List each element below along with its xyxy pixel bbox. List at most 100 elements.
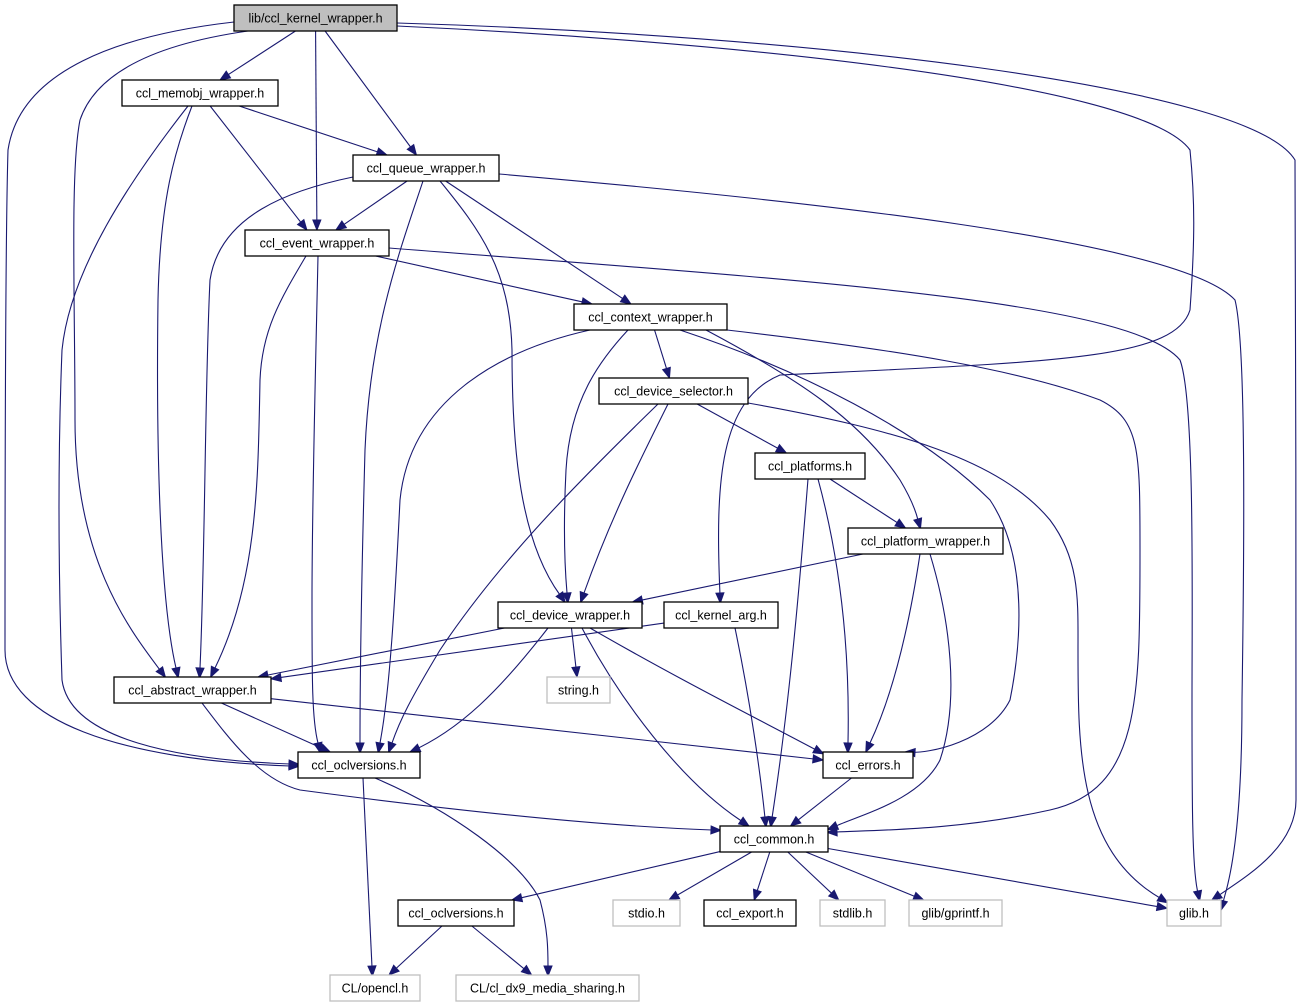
edge-arrowhead: [555, 591, 566, 604]
node-box: [397, 899, 515, 927]
edge-context_wrapper-to-oclversions1: [379, 329, 591, 745]
edge-arrowhead: [789, 815, 802, 827]
node-box: [121, 79, 279, 107]
node-box: [822, 751, 914, 779]
node-event-wrapper[interactable]: ccl_event_wrapper.h: [244, 229, 390, 257]
node-label: ccl_abstract_wrapper.h: [128, 684, 257, 698]
edge-oclversions1-to-dx9_h: [374, 777, 549, 968]
node-label: ccl_platform_wrapper.h: [861, 535, 990, 549]
node-label: ccl_errors.h: [835, 759, 900, 773]
edge-arrowhead: [155, 665, 167, 679]
node-label: ccl_device_wrapper.h: [510, 609, 630, 623]
node-label: ccl_queue_wrapper.h: [367, 162, 486, 176]
edge-arrowhead: [767, 815, 777, 829]
edge-queue_wrapper-to-oclversions1: [359, 180, 424, 745]
node-glib-h: glib.h: [1166, 899, 1222, 927]
node-memobj-wrapper[interactable]: ccl_memobj_wrapper.h: [121, 79, 279, 107]
node-label: glib/gprintf.h: [921, 907, 989, 921]
edge-arrowhead: [752, 888, 762, 902]
edge-kernel_arg-to-common: [734, 627, 766, 819]
edge-memobj_wrapper-to-oclversions1: [58, 105, 291, 765]
node-abstract-wrapper[interactable]: ccl_abstract_wrapper.h: [113, 676, 272, 704]
edge-arrowhead: [710, 825, 723, 835]
node-errors[interactable]: ccl_errors.h: [822, 751, 914, 779]
edge-arrowhead: [826, 821, 840, 831]
edge-kernel_wrapper-to-memobj_wrapper: [227, 30, 296, 76]
node-label: ccl_event_wrapper.h: [260, 237, 375, 251]
edge-common-to-stdio_h: [676, 851, 752, 896]
node-label: string.h: [558, 684, 599, 698]
node-platforms[interactable]: ccl_platforms.h: [754, 452, 866, 480]
edge-kernel_wrapper-to-queue_wrapper: [324, 30, 412, 149]
edge-queue_wrapper-to-context_wrapper: [445, 180, 624, 300]
node-box: [703, 899, 797, 927]
node-box: [329, 974, 421, 1002]
edge-queue_wrapper-to-event_wrapper: [342, 180, 408, 226]
edge-arrowhead: [312, 219, 322, 232]
node-label: ccl_kernel_arg.h: [675, 609, 767, 623]
edge-arrowhead: [760, 816, 770, 829]
edge-common-to-oclversions2: [520, 851, 721, 899]
node-kernel-wrapper[interactable]: lib/ccl_kernel_wrapper.h: [233, 4, 398, 32]
edge-arrowhead: [667, 890, 681, 901]
edge-arrowhead: [571, 666, 581, 679]
edge-arrowhead: [913, 517, 923, 530]
edge-device_wrapper-to-common: [581, 627, 742, 822]
edge-arrowhead: [843, 742, 853, 755]
edge-platform_wrapper-to-errors: [869, 553, 921, 745]
node-context-wrapper[interactable]: ccl_context_wrapper.h: [573, 303, 728, 331]
edge-arrowhead: [827, 889, 840, 901]
edge-device_selector-to-platforms: [696, 403, 779, 450]
node-box: [244, 229, 390, 257]
edge-abstract_wrapper-to-oclversions1: [221, 702, 323, 749]
node-label: lib/ccl_kernel_wrapper.h: [248, 12, 382, 26]
edge-queue_wrapper-to-abstract_wrapper: [199, 176, 354, 670]
edge-event_wrapper-to-glib_h: [388, 247, 1199, 894]
edge-arrowhead: [1192, 889, 1203, 903]
node-oclversions1[interactable]: ccl_oclversions.h: [297, 751, 421, 779]
edge-arrowhead: [375, 741, 385, 755]
edge-common-to-gprintf_h: [805, 851, 916, 898]
node-box: [819, 899, 886, 927]
edge-kernel_arg-to-abstract_wrapper: [279, 622, 665, 679]
edges-layer: [4, 21, 1297, 978]
edge-arrowhead: [812, 744, 825, 755]
edge-arrowhead: [388, 964, 400, 976]
edge-platforms-to-platform_wrapper: [829, 478, 899, 524]
node-box: [297, 751, 421, 779]
node-device-wrapper[interactable]: ccl_device_wrapper.h: [497, 601, 643, 629]
node-common[interactable]: ccl_common.h: [719, 825, 829, 853]
node-kernel-arg[interactable]: ccl_kernel_arg.h: [663, 601, 779, 629]
node-label: stdlib.h: [833, 907, 873, 921]
node-export[interactable]: ccl_export.h: [703, 899, 797, 927]
node-device-selector[interactable]: ccl_device_selector.h: [598, 377, 749, 405]
node-box: [546, 676, 611, 704]
edge-arrowhead: [408, 743, 422, 753]
node-box: [663, 601, 779, 629]
edge-oclversions2-to-opencl_h: [395, 925, 443, 970]
edge-common-to-export: [756, 851, 771, 892]
edge-platforms-to-common: [771, 478, 809, 819]
edge-abstract_wrapper-to-common: [201, 702, 713, 831]
edge-oclversions1-to-opencl_h: [362, 777, 373, 968]
node-label: CL/cl_dx9_media_sharing.h: [470, 982, 625, 996]
node-label: glib.h: [1179, 907, 1209, 921]
node-oclversions2[interactable]: ccl_oclversions.h: [397, 899, 515, 927]
node-box: [612, 899, 681, 927]
edge-arrowhead: [269, 672, 283, 683]
edge-oclversions2-to-dx9_h: [471, 925, 526, 970]
node-queue-wrapper[interactable]: ccl_queue_wrapper.h: [352, 154, 500, 182]
edge-arrowhead: [812, 754, 825, 764]
edge-device_wrapper-to-oclversions1: [409, 627, 549, 753]
edge-arrowhead: [715, 592, 725, 605]
edge-memobj_wrapper-to-event_wrapper: [209, 105, 302, 224]
edge-arrowhead: [562, 592, 572, 605]
node-gprintf-h: glib/gprintf.h: [908, 899, 1003, 927]
node-box: [352, 154, 500, 182]
edge-queue_wrapper-to-glib_h: [498, 173, 1245, 902]
node-platform-wrapper[interactable]: ccl_platform_wrapper.h: [847, 527, 1004, 555]
edge-arrowhead: [296, 218, 308, 232]
node-box: [233, 4, 398, 32]
edge-context_wrapper-to-errors: [679, 329, 1020, 754]
